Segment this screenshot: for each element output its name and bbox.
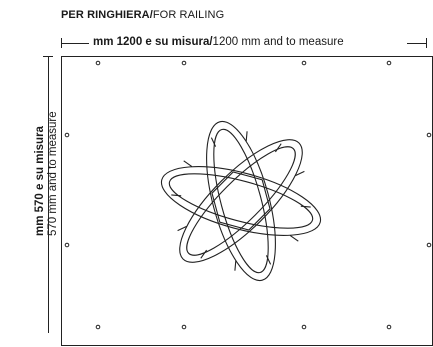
height-dimension-label: mm 570 e su misura 570 mm and to measure (34, 111, 60, 236)
mounting-hole (95, 60, 101, 66)
band-segment-tick (245, 131, 248, 142)
petal-inner-edge (213, 128, 269, 274)
panel-drawing (64, 60, 432, 330)
band-segment-tick (171, 194, 182, 197)
width-label-normal: 1200 mm and to measure (212, 36, 344, 48)
drawing-title: PER RINGHIERA/FOR RAILING (61, 9, 224, 21)
band-segment-tick (210, 137, 217, 147)
width-label-bold: mm 1200 e su misura/ (93, 36, 213, 48)
height-line (48, 56, 49, 333)
flower-motif (160, 120, 322, 282)
title-bold: PER RINGHIERA/ (61, 9, 153, 21)
mounting-hole (95, 324, 101, 330)
band-segment-tick (200, 249, 208, 259)
band-segment-tick (300, 205, 311, 208)
railing-panel (61, 56, 433, 346)
petal-outer-edge (160, 166, 322, 236)
width-dimension-label: mm 1200 e su misura/1200 mm and to measu… (93, 36, 344, 48)
band-segment-tick (295, 170, 305, 177)
band-segment-tick (265, 255, 272, 265)
mounting-hole (181, 60, 187, 66)
band-segment-tick (234, 260, 237, 271)
petal-inner-edge (168, 173, 314, 229)
width-dimension-line: mm 1200 e su misura/1200 mm and to measu… (61, 36, 433, 50)
petal-inner-edge (186, 146, 296, 256)
mounting-hole (426, 132, 432, 138)
band-segment-tick (183, 160, 193, 168)
width-line-left (61, 43, 89, 44)
center-opening (211, 171, 271, 231)
height-dimension-line: mm 570 e su misura 570 mm and to measure (18, 56, 59, 333)
petal-outer-edge (206, 120, 276, 282)
band-segment-tick (274, 143, 282, 153)
mounting-hole (386, 60, 392, 66)
mounting-hole (301, 324, 307, 330)
mounting-hole (64, 242, 70, 248)
mounting-hole (301, 60, 307, 66)
mounting-hole (426, 242, 432, 248)
band-segment-tick (177, 225, 187, 232)
width-tick-right (426, 38, 427, 48)
mounting-hole (386, 324, 392, 330)
petal-outer-edge (179, 139, 303, 263)
height-label-bold: mm 570 e su misura (34, 126, 46, 236)
width-line-right (407, 43, 427, 44)
mounting-hole (181, 324, 187, 330)
title-normal: FOR RAILING (152, 9, 225, 21)
height-label-normal: 570 mm and to measure (47, 111, 59, 236)
band-segment-tick (289, 234, 299, 242)
mounting-hole (64, 132, 70, 138)
